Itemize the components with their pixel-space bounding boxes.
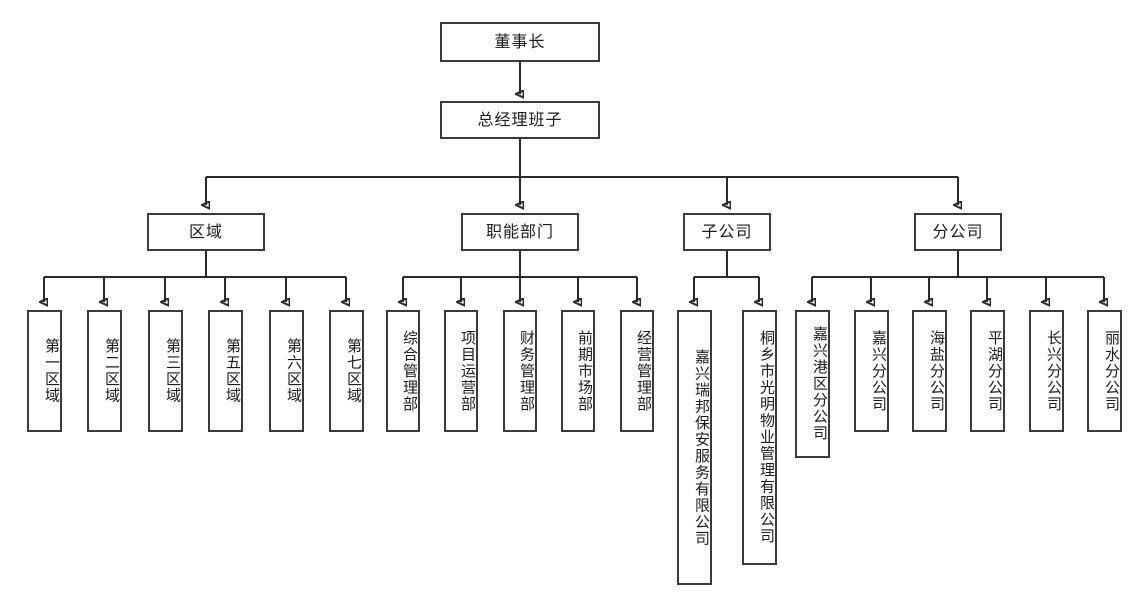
node-branch[interactable]: 丽水分公司 (1087, 310, 1122, 432)
node-branch-label: 丽水分公司 (1103, 329, 1121, 413)
node-group-region-label: 区域 (188, 221, 223, 241)
node-branch[interactable]: 嘉兴分公司 (854, 310, 889, 432)
node-region[interactable]: 第三区域 (148, 310, 183, 432)
node-department-label: 综合管理部 (401, 329, 419, 413)
node-branch[interactable]: 平湖分公司 (970, 310, 1005, 432)
node-region[interactable]: 第六区域 (269, 310, 304, 432)
node-branch[interactable]: 长兴分公司 (1029, 310, 1064, 432)
node-branch[interactable]: 嘉兴港区分公司 (795, 310, 830, 458)
node-group-subsidiary-label: 子公司 (701, 221, 753, 241)
node-branch[interactable]: 海盐分公司 (912, 310, 947, 432)
node-region-label: 第七区域 (345, 338, 363, 404)
node-department-label: 财务管理部 (518, 329, 536, 413)
node-subsidiary-label: 嘉兴瑞邦保安服务有限公司 (693, 348, 711, 547)
node-department[interactable]: 经营管理部 (620, 310, 654, 432)
node-branch-label: 海盐分公司 (928, 329, 946, 413)
node-subsidiary[interactable]: 嘉兴瑞邦保安服务有限公司 (677, 310, 712, 585)
node-branch-label: 平湖分公司 (986, 329, 1004, 413)
node-region[interactable]: 第七区域 (329, 310, 364, 432)
node-group-function[interactable]: 职能部门 (461, 213, 579, 251)
node-group-function-label: 职能部门 (485, 221, 554, 241)
node-chairman[interactable]: 董事长 (440, 22, 600, 62)
node-region-label: 第六区域 (285, 338, 303, 404)
node-department-label: 项目运营部 (459, 329, 477, 413)
node-department[interactable]: 财务管理部 (503, 310, 537, 432)
node-department-label: 经营管理部 (635, 329, 653, 413)
node-subsidiary-label: 桐乡市光明物业管理有限公司 (758, 330, 776, 545)
node-chairman-label: 董事长 (494, 31, 546, 51)
node-region-label: 第二区域 (103, 338, 121, 404)
node-region[interactable]: 第五区域 (208, 310, 243, 432)
node-department[interactable]: 前期市场部 (561, 310, 595, 432)
node-branch-label: 嘉兴分公司 (870, 329, 888, 413)
node-region-label: 第五区域 (224, 338, 242, 404)
node-branch-label: 嘉兴港区分公司 (811, 326, 829, 442)
node-branch-label: 长兴分公司 (1045, 329, 1063, 413)
node-region-label: 第一区域 (43, 338, 61, 404)
node-region[interactable]: 第一区域 (27, 310, 62, 432)
node-group-region[interactable]: 区域 (147, 213, 265, 251)
node-department[interactable]: 项目运营部 (444, 310, 478, 432)
node-region-label: 第三区域 (164, 338, 182, 404)
node-general-manager-team-label: 总经理班子 (477, 109, 563, 129)
node-group-branch[interactable]: 分公司 (914, 213, 1002, 251)
node-group-branch-label: 分公司 (932, 221, 984, 241)
node-general-manager-team[interactable]: 总经理班子 (440, 101, 600, 139)
node-subsidiary[interactable]: 桐乡市光明物业管理有限公司 (742, 310, 777, 565)
node-region[interactable]: 第二区域 (87, 310, 122, 432)
node-department[interactable]: 综合管理部 (386, 310, 420, 432)
node-department-label: 前期市场部 (576, 329, 594, 413)
node-group-subsidiary[interactable]: 子公司 (683, 213, 771, 251)
